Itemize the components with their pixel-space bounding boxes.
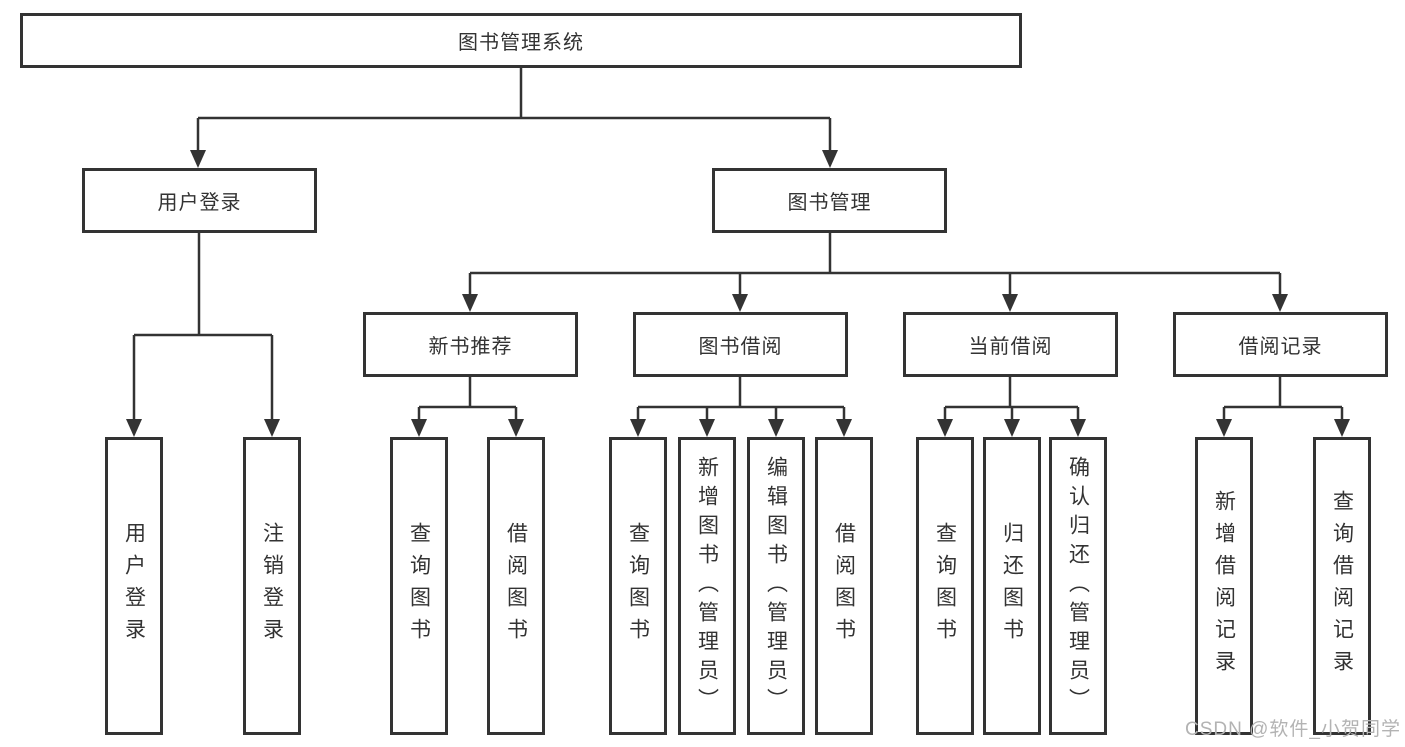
arrowhead — [462, 294, 478, 312]
node-leaf-user-login: 用户登录 — [105, 437, 163, 735]
node-leaf-cb-confirm-return: 确认归还（管理员） — [1049, 437, 1107, 735]
arrowhead — [1216, 419, 1232, 437]
arrowhead — [126, 419, 142, 437]
arrowhead — [1004, 419, 1020, 437]
edge-bookborrow-to-leaves — [636, 377, 846, 421]
node-leaf-bb-query-books: 查询图书 — [609, 437, 667, 735]
arrowhead — [508, 419, 524, 437]
arrowhead — [1334, 419, 1350, 437]
edge-borrowrecords-to-leaves — [1222, 377, 1344, 421]
edge-bookmgmt-to-level3 — [468, 233, 1282, 295]
csdn-watermark: CSDN @软件_小贺同学 — [1185, 719, 1401, 740]
node-leaf-nbr-borrow-books: 借阅图书 — [487, 437, 545, 735]
node-leaf-cb-return-books: 归还图书 — [983, 437, 1041, 735]
node-borrow-records: 借阅记录 — [1173, 312, 1388, 377]
edge-newbookrec-to-leaves — [417, 377, 518, 421]
arrowhead — [822, 150, 838, 168]
arrowhead — [836, 419, 852, 437]
arrowhead — [630, 419, 646, 437]
node-leaf-br-query-record: 查询借阅记录 — [1313, 437, 1371, 735]
arrowhead — [190, 150, 206, 168]
node-leaf-nbr-query-books: 查询图书 — [390, 437, 448, 735]
arrowhead — [1002, 294, 1018, 312]
edge-root-to-level2 — [196, 68, 832, 151]
node-leaf-bb-borrow-books: 借阅图书 — [815, 437, 873, 735]
edge-currentborrow-to-leaves — [943, 377, 1080, 421]
node-leaf-bb-edit-books: 编辑图书（管理员） — [747, 437, 805, 735]
arrowheads — [126, 150, 1350, 437]
node-leaf-br-add-record: 新增借阅记录 — [1195, 437, 1253, 735]
arrowhead — [1272, 294, 1288, 312]
node-leaf-bb-add-books: 新增图书（管理员） — [678, 437, 736, 735]
node-leaf-logout: 注销登录 — [243, 437, 301, 735]
node-book-borrow: 图书借阅 — [633, 312, 848, 377]
node-leaf-cb-query-books: 查询图书 — [916, 437, 974, 735]
node-user-login: 用户登录 — [82, 168, 317, 233]
arrowhead — [768, 419, 784, 437]
node-root: 图书管理系统 — [20, 13, 1022, 68]
arrowhead — [264, 419, 280, 437]
arrowhead — [699, 419, 715, 437]
arrowhead — [1070, 419, 1086, 437]
edge-userlogin-to-leaves — [132, 233, 274, 420]
arrowhead — [411, 419, 427, 437]
node-current-borrow: 当前借阅 — [903, 312, 1118, 377]
node-new-book-rec: 新书推荐 — [363, 312, 578, 377]
arrowhead — [732, 294, 748, 312]
arrowhead — [937, 419, 953, 437]
node-book-mgmt: 图书管理 — [712, 168, 947, 233]
